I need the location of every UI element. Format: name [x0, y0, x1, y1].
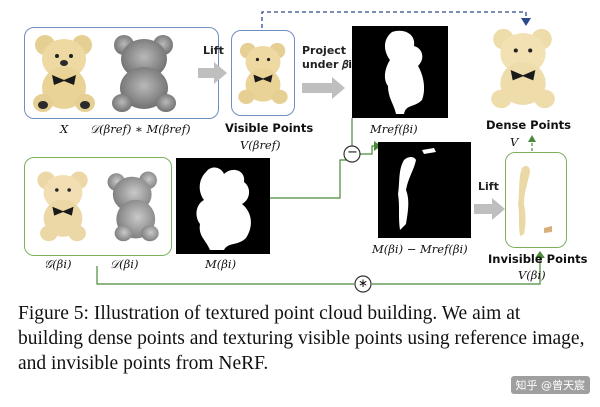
label-v-beta-i: 𝑉(𝛽i)	[518, 268, 546, 282]
label-depth-mask-ref: 𝒟(𝛽ref) ∗ 𝑀(𝛽ref)	[90, 122, 191, 136]
dashed-merge-arrow	[261, 11, 531, 28]
view-bear-image	[37, 171, 88, 242]
lift-arrow-bottom	[474, 204, 494, 214]
label-mask-ref-beta-i: 𝑀ref(𝛽i)	[370, 122, 418, 136]
visible-points-bear	[238, 42, 288, 104]
reference-depth-image	[112, 35, 176, 112]
project-arrow-head	[332, 77, 345, 99]
figure-caption: Figure 5: Illustration of textured point…	[18, 303, 585, 374]
reference-bear-image	[33, 35, 95, 112]
invisible-points-image	[518, 165, 552, 236]
connection-lines	[96, 118, 545, 293]
invisible-points-box	[505, 152, 567, 248]
lift-arrow-top-head	[214, 62, 227, 84]
label-x: 𝑋	[60, 122, 69, 136]
minus-operator: −	[347, 145, 358, 160]
mask-diff-image	[378, 142, 471, 238]
label-g-beta-i: 𝒢(𝛽i)	[44, 257, 72, 271]
label-v-beta-ref: 𝑉(𝛽ref)	[240, 138, 281, 152]
project-arrow	[302, 83, 334, 93]
dense-points-bear	[491, 28, 555, 109]
lift-arrow-top	[198, 68, 216, 78]
view-depth-image	[107, 171, 159, 242]
watermark: 知乎 @曾天宸	[510, 376, 590, 394]
step-lift-bottom: Lift	[478, 180, 499, 193]
label-m-beta-i: 𝑀(𝛽i)	[205, 257, 237, 271]
step-lift-top: Lift	[203, 44, 224, 57]
mask-ref-beta-i-image	[352, 26, 448, 118]
step-project-line1: Project	[302, 44, 347, 57]
label-diff: 𝑀(𝛽i) − 𝑀ref(𝛽i)	[372, 242, 468, 256]
title-dense-points: Dense Points	[486, 118, 571, 132]
label-d-beta-i: 𝒟(𝛽i)	[110, 257, 139, 271]
step-project-line2: under 𝛽i	[302, 58, 353, 71]
mask-beta-i-image	[176, 158, 270, 254]
lift-arrow-bottom-head	[492, 198, 505, 220]
title-invisible-points: Invisible Points	[488, 252, 588, 266]
star-operator: ∗	[358, 276, 369, 290]
title-visible-points: Visible Points	[225, 121, 314, 135]
label-v: 𝑉	[510, 135, 519, 149]
